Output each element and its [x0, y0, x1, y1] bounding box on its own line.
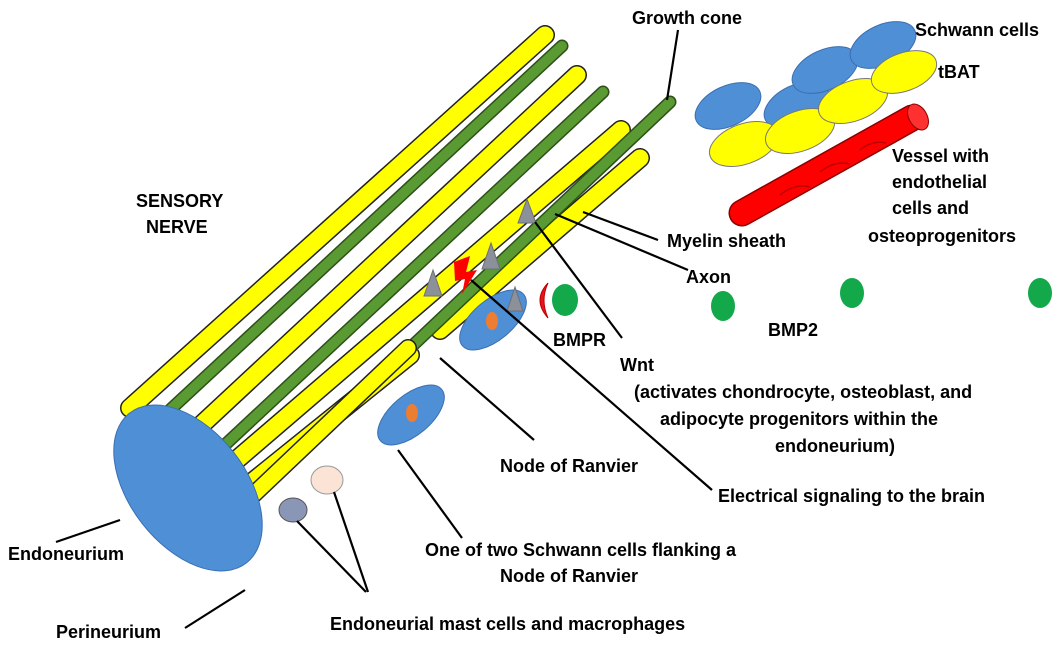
macrophage-cell	[278, 497, 308, 523]
bmp2-molecule	[840, 278, 864, 308]
label-mast-cells: Endoneurial mast cells and macrophages	[330, 614, 685, 634]
blood-vessel	[728, 103, 929, 227]
myelin-sheath	[174, 66, 586, 451]
label-vessel: cells and	[892, 198, 969, 218]
wnt-ligands	[423, 197, 537, 312]
tbat-cluster	[708, 50, 938, 167]
tbat-cell	[870, 50, 938, 94]
label-tbat: tBAT	[938, 62, 980, 82]
wnt-triangle	[481, 241, 501, 270]
electrical-bolt-icon	[454, 256, 477, 294]
mast-cell	[310, 465, 344, 495]
bmp2-molecule	[552, 284, 578, 316]
schwann-nucleus	[406, 404, 418, 422]
bmp2-molecule	[1028, 278, 1052, 308]
wnt-triangle	[423, 268, 443, 297]
bmp2-molecule	[711, 291, 735, 321]
axon	[138, 41, 567, 440]
label-wnt: endoneurium)	[775, 436, 895, 456]
schwann-cell	[694, 82, 762, 130]
wnt-triangle	[517, 197, 537, 224]
label-wnt: (activates chondrocyte, osteoblast, and	[634, 382, 972, 402]
label-vessel: endothelial	[892, 172, 987, 192]
label-sensory-nerve: SENSORY	[136, 191, 223, 211]
label-one-of-two-schwann: One of two Schwann cells flanking a	[425, 540, 737, 560]
myelin-sheath	[196, 121, 630, 496]
label-one-of-two-schwann: Node of Ranvier	[500, 566, 638, 586]
myelin-sheath	[224, 340, 416, 523]
label-wnt: Wnt	[620, 355, 654, 375]
schwann-nucleus	[486, 312, 498, 330]
label-bmp2: BMP2	[768, 320, 818, 340]
label-schwann-cells: Schwann cells	[915, 20, 1039, 40]
myelin-sheath	[121, 26, 554, 417]
label-sensory-nerve: NERVE	[146, 217, 208, 237]
label-electrical-signaling: Electrical signaling to the brain	[718, 486, 985, 506]
myelin-sheath	[431, 149, 649, 339]
bmpr-receptor	[539, 282, 549, 319]
label-growth-cone: Growth cone	[632, 8, 742, 28]
axon	[193, 87, 608, 475]
endoneurium-disc	[113, 404, 263, 572]
label-endoneurium: Endoneurium	[8, 544, 124, 564]
nerve-bundle	[120, 25, 677, 532]
label-vessel: osteoprogenitors	[868, 226, 1016, 246]
wnt-triangle	[506, 285, 524, 312]
label-perineurium: Perineurium	[56, 622, 161, 642]
label-bmpr: BMPR	[553, 330, 606, 350]
label-wnt: adipocyte progenitors within the	[660, 409, 938, 429]
label-myelin-sheath: Myelin sheath	[667, 231, 786, 251]
label-axon: Axon	[686, 267, 731, 287]
label-vessel: Vessel with	[892, 146, 989, 166]
label-node-of-ranvier: Node of Ranvier	[500, 456, 638, 476]
leader-lines	[55, 29, 713, 629]
